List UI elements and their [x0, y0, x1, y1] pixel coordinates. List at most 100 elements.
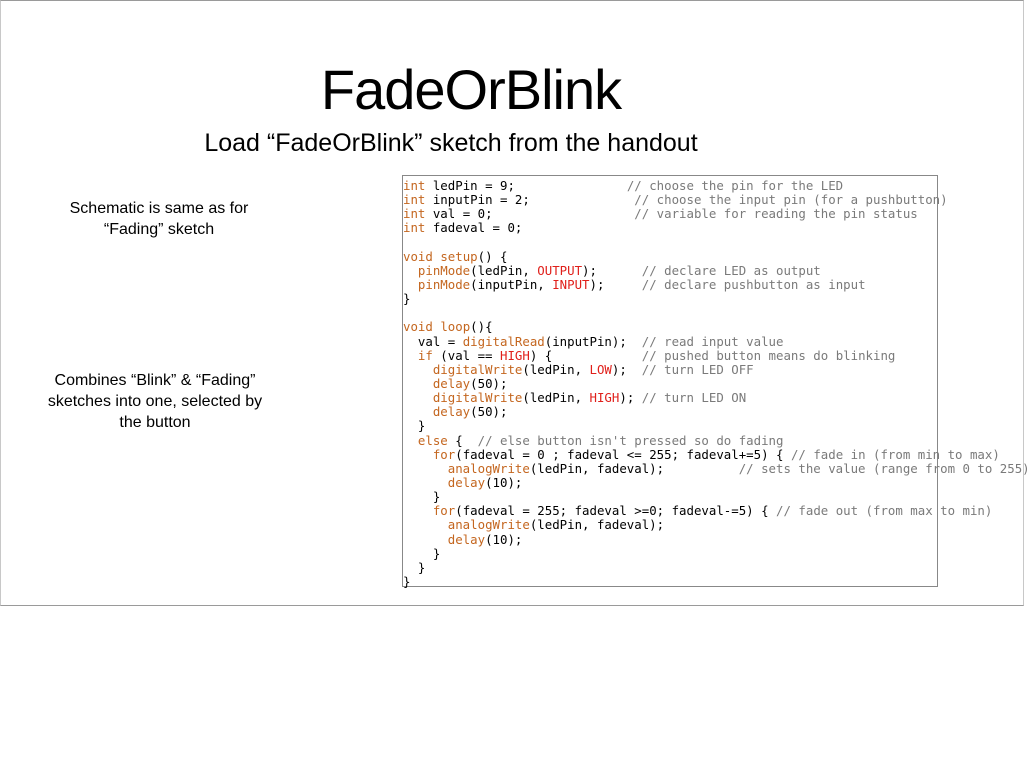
code-token: {	[447, 432, 478, 448]
code-line: delay(10);	[403, 474, 1030, 490]
code-token: (){	[470, 319, 493, 335]
code-token: // variable for reading the pin status	[634, 206, 918, 222]
code-line: int inputPin = 2; // choose the input pi…	[403, 193, 1030, 207]
code-token: (10);	[485, 474, 523, 490]
code-line: delay(10);	[403, 531, 1030, 547]
code-token: }	[403, 291, 411, 307]
code-token: (ledPin,	[470, 262, 538, 278]
code-line: }	[403, 559, 1030, 575]
code-token: // declare pushbutton as input	[641, 276, 866, 292]
code-line: int fadeval = 0;	[403, 221, 1030, 235]
code-token: int	[403, 178, 426, 193]
code-listing: int ledPin = 9; // choose the pin for th…	[403, 178, 1030, 589]
code-token: analogWrite	[447, 460, 530, 476]
code-token: INPUT	[552, 276, 590, 292]
code-line: if (val == HIGH) { // pushed button mean…	[403, 347, 1030, 363]
code-token: (ledPin,	[522, 390, 590, 406]
code-token: delay	[447, 531, 486, 547]
code-token: (ledPin, fadeval);	[529, 460, 739, 476]
code-line: delay(50);	[403, 375, 1030, 391]
code-line	[403, 236, 1030, 250]
code-line: }	[403, 292, 1030, 306]
code-token	[403, 461, 448, 476]
code-line: void loop(){	[403, 320, 1030, 334]
code-token: }	[403, 559, 426, 575]
code-token	[403, 532, 448, 547]
code-line: void setup() {	[403, 249, 1030, 264]
code-line: }	[403, 573, 1030, 589]
code-token: pinMode	[417, 276, 471, 292]
code-token: // else button isn't pressed so do fadin…	[477, 432, 784, 448]
code-token: }	[403, 573, 411, 589]
code-token: delay	[447, 474, 486, 490]
code-token: int	[403, 206, 426, 222]
note-schematic: Schematic is same as for “Fading” sketch	[41, 198, 277, 240]
note-line: Combines “Blink” & “Fading”	[54, 372, 256, 389]
code-token: for	[432, 446, 456, 462]
code-token: }	[403, 489, 441, 505]
code-token: fadeval = 0;	[425, 220, 523, 236]
code-token	[403, 447, 433, 462]
code-token: int	[403, 220, 426, 236]
code-token: LOW	[589, 361, 612, 377]
code-token	[403, 475, 448, 490]
code-token: digitalWrite	[432, 361, 523, 377]
code-token: delay	[432, 404, 471, 420]
code-line: analogWrite(ledPin, fadeval); // sets th…	[403, 460, 1030, 476]
note-combines: Combines “Blink” & “Fading” sketches int…	[29, 370, 281, 433]
code-token: val =	[403, 333, 463, 349]
code-line: pinMode(ledPin, OUTPUT); // declare LED …	[403, 262, 1030, 278]
code-token: );	[619, 390, 642, 406]
code-token	[403, 348, 418, 363]
code-token: // fade in (from min to max)	[790, 446, 1000, 462]
code-token: val = 0;	[425, 206, 635, 222]
code-token: // sets the value (range from 0 to 255)	[738, 460, 1030, 476]
code-line: digitalWrite(ledPin, LOW); // turn LED O…	[403, 361, 1030, 377]
code-token: else	[417, 432, 448, 448]
slide-title: FadeOrBlink	[320, 58, 622, 121]
code-token: // declare LED as output	[641, 262, 821, 278]
code-line: analogWrite(ledPin, fadeval);	[403, 518, 1030, 532]
code-token: for	[432, 503, 456, 519]
code-token	[403, 404, 433, 419]
code-line: }	[403, 419, 1030, 433]
code-token: digitalWrite	[432, 390, 523, 406]
code-token: (50);	[470, 404, 508, 420]
code-token: (inputPin);	[544, 333, 642, 349]
code-token: );	[582, 262, 642, 278]
code-token	[403, 503, 433, 518]
code-token: void	[403, 319, 433, 335]
code-token: // choose the pin for the LED	[626, 178, 844, 193]
note-line: the button	[119, 414, 191, 431]
code-token: (50);	[470, 375, 508, 391]
code-line: }	[403, 490, 1030, 504]
code-line: int ledPin = 9; // choose the pin for th…	[403, 178, 1030, 193]
code-token: (10);	[485, 531, 523, 547]
code-token: // read input value	[641, 333, 784, 349]
code-token	[403, 263, 418, 278]
code-token: // turn LED OFF	[641, 361, 754, 377]
code-token: (val ==	[432, 347, 500, 363]
code-line: digitalWrite(ledPin, HIGH); // turn LED …	[403, 391, 1030, 405]
code-line: for(fadeval = 255; fadeval >=0; fadeval-…	[403, 504, 1030, 518]
slide-subtitle: Load “FadeOrBlink” sketch from the hando…	[204, 129, 698, 157]
code-screenshot: int ledPin = 9; // choose the pin for th…	[402, 175, 1030, 589]
code-token: (fadeval = 0 ; fadeval <= 255; fadeval+=…	[455, 446, 791, 462]
code-token: int	[403, 192, 426, 208]
code-token: (ledPin,	[522, 361, 590, 377]
code-line: int val = 0; // variable for reading the…	[403, 207, 1030, 221]
code-token: loop	[440, 319, 471, 335]
code-token: (fadeval = 255; fadeval >=0; fadeval-=5)…	[455, 503, 777, 519]
slide: FadeOrBlink Load “FadeOrBlink” sketch fr…	[0, 0, 1030, 606]
code-token: // pushed button means do blinking	[641, 347, 896, 363]
code-token: }	[403, 418, 426, 434]
code-line: }	[403, 546, 1030, 561]
code-line: for(fadeval = 0 ; fadeval <= 255; fadeva…	[403, 446, 1030, 462]
code-token: HIGH	[499, 347, 530, 363]
code-token: // choose the input pin (for a pushbutto…	[634, 192, 948, 208]
code-token: );	[589, 276, 642, 292]
code-token: (inputPin,	[470, 276, 553, 292]
code-token: );	[611, 361, 642, 377]
code-token: delay	[432, 375, 471, 391]
code-token: analogWrite	[447, 517, 530, 533]
